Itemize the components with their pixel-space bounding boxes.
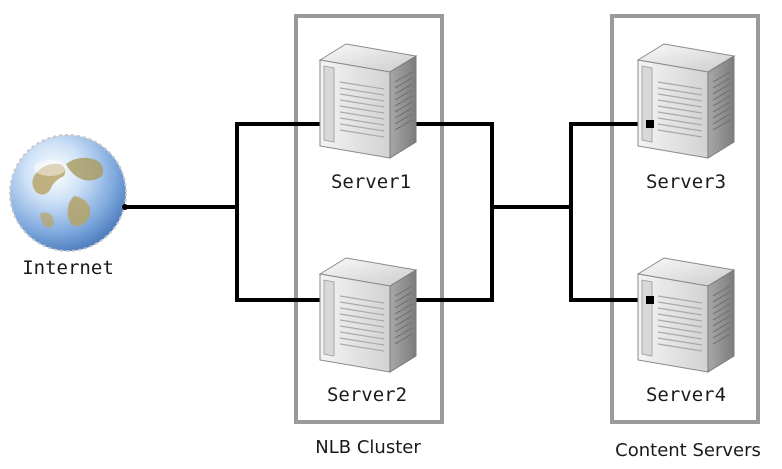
server4-icon	[637, 257, 735, 373]
internet-label: Internet	[22, 257, 114, 279]
server1-icon	[319, 43, 417, 159]
content-servers-box	[610, 14, 760, 424]
server2-icon	[319, 257, 417, 373]
server1-label: Server1	[330, 171, 412, 193]
server2-label: Server2	[326, 384, 408, 406]
server3-label: Server3	[645, 171, 727, 193]
nlb-cluster-label: NLB Cluster	[315, 437, 421, 458]
nlb-cluster-box	[294, 14, 444, 424]
server4-label: Server4	[645, 384, 727, 406]
server3-icon	[637, 43, 735, 159]
globe-icon	[9, 134, 128, 252]
port-markers	[646, 120, 654, 304]
content-servers-label: Content Servers	[615, 440, 761, 461]
